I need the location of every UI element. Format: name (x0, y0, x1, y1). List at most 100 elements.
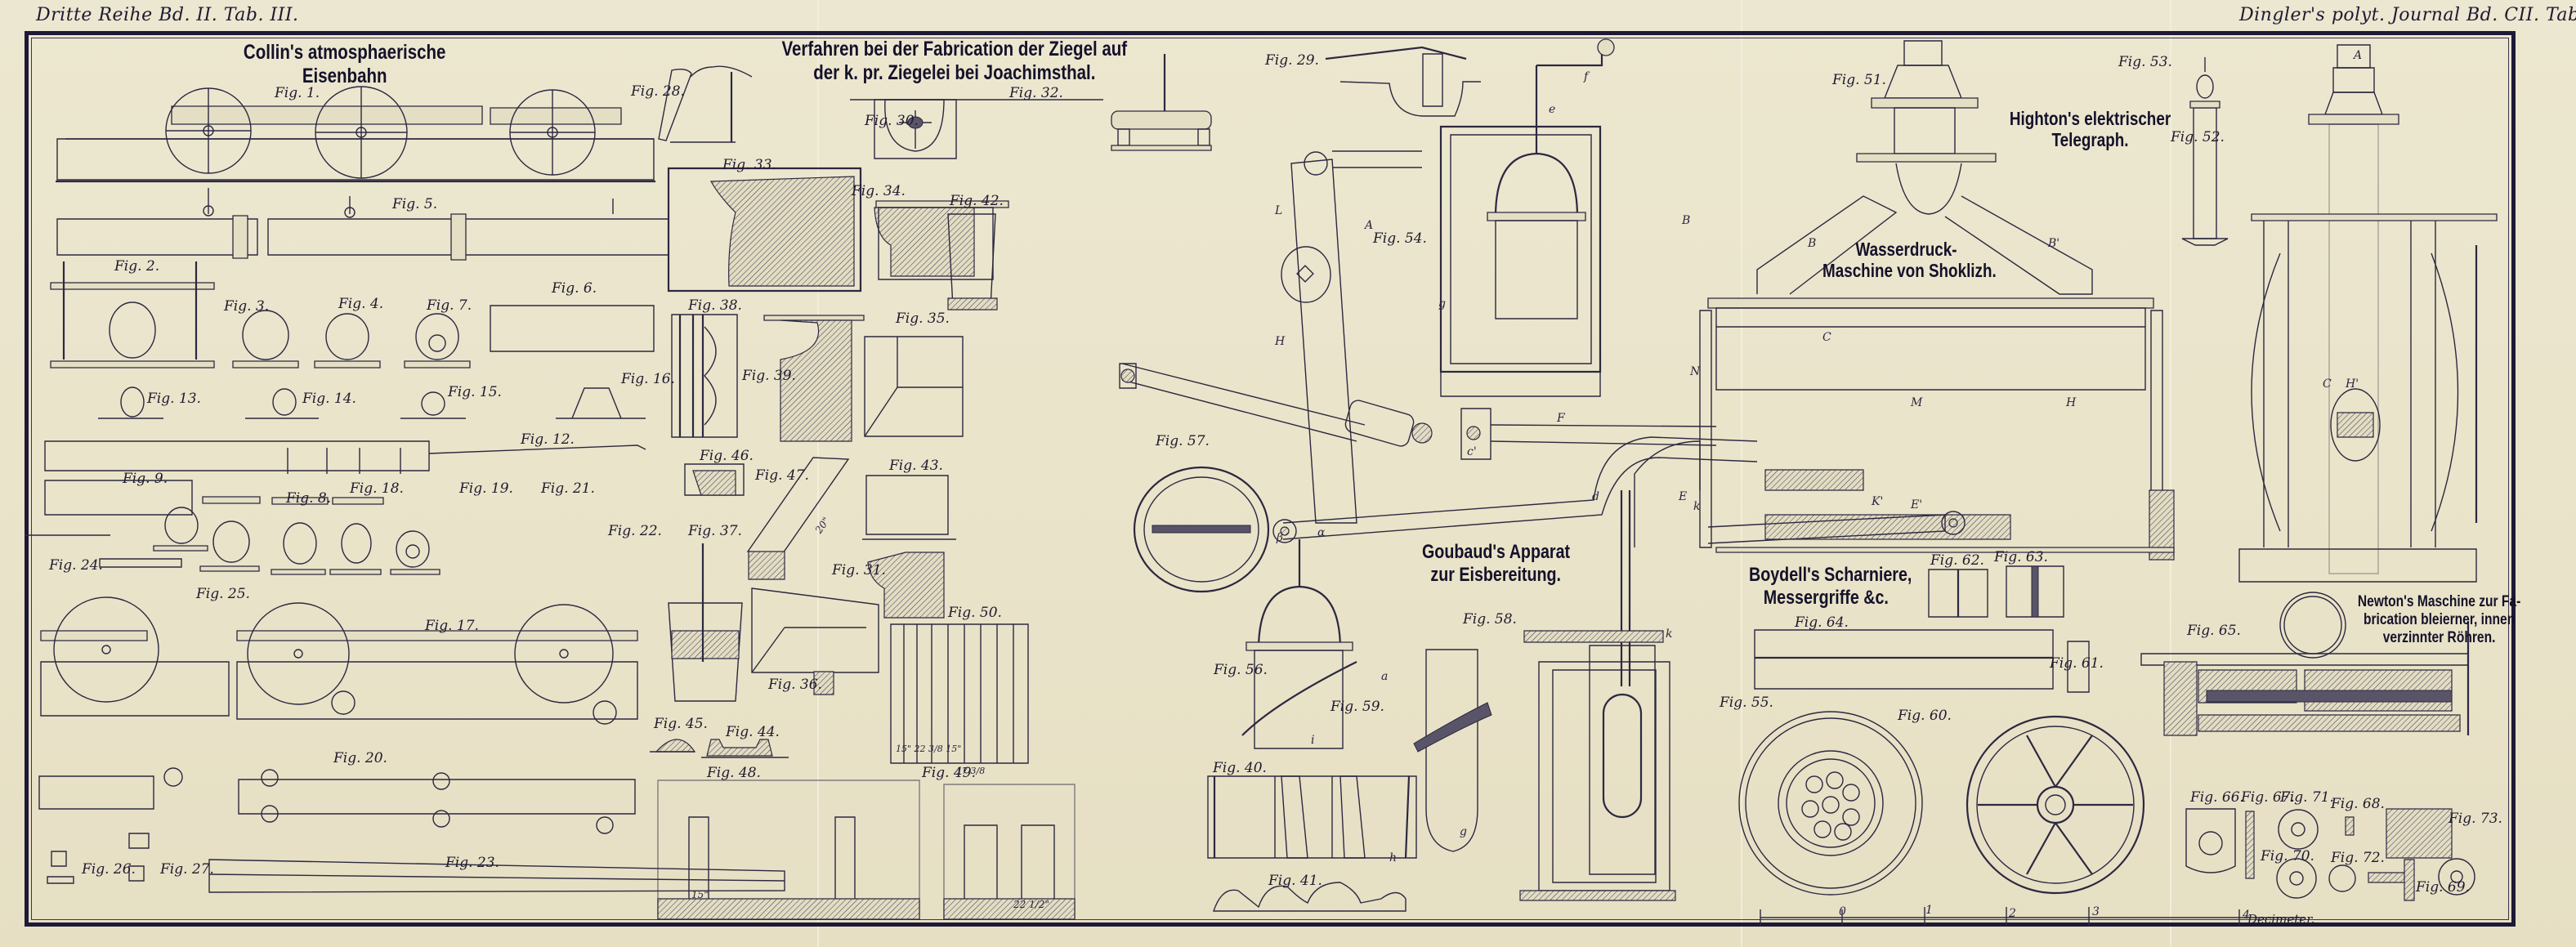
fig-label-60: Fig. 60. (1898, 708, 1952, 724)
fig54-ice-apparatus (1441, 39, 1614, 396)
fig-label-63: Fig. 63. (1994, 549, 2048, 565)
plate-border (25, 31, 2516, 927)
title-highton-line2: Telegraph. (2051, 129, 2129, 151)
fig-label-14: Fig. 14. (302, 391, 356, 407)
title-newton: Newton's Maschine zur Fa- brication blei… (2352, 593, 2526, 647)
fig-label-28: Fig. 28. (631, 83, 685, 100)
fig-label-1: Fig. 1. (275, 85, 320, 101)
title-wasserdruck: Wasserdruck- Maschine von Shoklizh. (1822, 239, 1997, 282)
fig-label-8: Fig. 8. (286, 490, 332, 507)
title-collin-line1: Collin's atmosphaerische (243, 41, 446, 64)
fig-label-39: Fig. 39. (742, 368, 796, 384)
scale-tick-4: 4 (2243, 909, 2250, 922)
fig-label-45: Fig. 45. (654, 716, 708, 732)
fig1-railway-carriage (56, 87, 655, 181)
header-series-volume: Dritte Reihe Bd. II. Tab. III. (36, 5, 299, 25)
fig-label-26: Fig. 26. (82, 861, 136, 878)
fig-label-17: Fig. 17. (425, 618, 479, 634)
fig-label-57: Fig. 57. (1156, 433, 1210, 449)
fig35-mould-corner (865, 337, 963, 436)
fig51-water-machine (1635, 41, 2174, 560)
fig48-fig49-brickwork (658, 780, 1075, 919)
title-goubaud-line2: zur Eisbereitung. (1430, 563, 1562, 586)
title-wasserdruck-line1: Wasserdruck- (1855, 239, 1957, 260)
fig52-machine-front (2239, 45, 2497, 582)
title-highton: Highton's elektrischer Telegraph. (2006, 108, 2174, 151)
letter-h-fig59: h (1389, 851, 1398, 864)
fig50-planks (891, 624, 1028, 763)
fig53-telegraph (2182, 57, 2228, 245)
title-collin-line2: Eisenbahn (302, 64, 387, 87)
fig23-27-parts (47, 833, 785, 892)
letter-M: M (1911, 396, 1923, 409)
fig-label-73: Fig. 73. (2449, 811, 2502, 827)
fig-label-49: Fig. 49. (922, 765, 976, 781)
scale-tick-2: 2 (2009, 907, 2016, 920)
fig-label-68: Fig. 68. (2331, 796, 2385, 812)
fig-label-5: Fig. 5. (392, 196, 438, 212)
fig-label-54: Fig. 54. (1373, 230, 1427, 247)
fig49-dimension: 22 1/2" (1013, 899, 1049, 910)
fig-label-29: Fig. 29. (1265, 52, 1319, 69)
title-newton-line1: Newton's Maschine zur Fa- (2357, 593, 2521, 610)
fig-label-52: Fig. 52. (2171, 129, 2225, 145)
fig-label-71: Fig. 71. (2280, 789, 2334, 806)
title-boydell: Boydell's Scharniere, Messergriffe &c. (1749, 564, 1912, 609)
letter-E: E (1679, 490, 1688, 503)
letter-L: L (1275, 204, 1283, 217)
letter-c-prime: c' (1467, 445, 1477, 458)
fig-label-67: Fig. 67. (2241, 789, 2295, 806)
fig-label-25: Fig. 25. (196, 586, 250, 602)
fig-label-15: Fig. 15. (448, 384, 502, 400)
fig-label-22: Fig. 22. (608, 523, 662, 539)
letter-d: d (1592, 490, 1599, 503)
fig-label-40: Fig. 40. (1213, 760, 1267, 776)
fig-label-43: Fig. 43. (889, 458, 943, 474)
fig-label-16: Fig. 16. (621, 371, 675, 387)
title-collin: Collin's atmosphaerische Eisenbahn (221, 41, 468, 88)
letter-B: B (1682, 214, 1691, 227)
fig58-apparatus (1520, 490, 1675, 900)
header-journal-volume: Dingler's polyt. Journal Bd. CII. Tab. I… (2239, 5, 2576, 25)
title-goubaud: Goubaud's Apparat zur Eisbereitung. (1422, 541, 1571, 586)
fig12-fig9-pipes (25, 441, 646, 535)
fold-line (2170, 0, 2171, 947)
fig-label-36: Fig. 36. (768, 677, 822, 693)
fig-label-44: Fig. 44. (726, 724, 780, 740)
fig-label-27: Fig. 27. (160, 861, 214, 878)
title-boydell-line2: Messergriffe &c. (1763, 586, 1889, 609)
title-goubaud-line1: Goubaud's Apparat (1422, 541, 1571, 563)
fig45-44 (650, 739, 789, 757)
fold-line (1741, 0, 1742, 947)
fig6-piston-pipe (490, 306, 654, 351)
fig-label-53: Fig. 53. (2118, 54, 2172, 70)
fig8-22-engines (100, 497, 440, 574)
letter-A-fig52: A (2354, 49, 2363, 62)
fig-label-4: Fig. 4. (338, 296, 384, 312)
fig-label-47: Fig. 47. (755, 467, 809, 484)
fig47-brick (748, 458, 848, 579)
title-wasserdruck-line2: Maschine von Shoklizh. (1822, 260, 1997, 282)
fig43-stack (862, 476, 956, 539)
fig2-frame (51, 261, 214, 368)
fig-label-48: Fig. 48. (707, 765, 761, 781)
fig56-freezer (1242, 539, 1357, 748)
letter-k-fig58: k (1666, 628, 1673, 641)
fig-label-50: Fig. 50. (948, 605, 1002, 621)
title-boydell-line1: Boydell's Scharniere, (1749, 564, 1912, 586)
fig-label-66: Fig. 66. (2190, 789, 2244, 806)
fig32-press (1111, 54, 1211, 150)
fig55-60-wheels (1739, 712, 2305, 926)
fig-label-70: Fig. 70. (2261, 848, 2314, 864)
letter-K-prime: K' (1872, 495, 1884, 508)
fig30-pit (850, 100, 1103, 159)
letter-C: C (1822, 331, 1831, 344)
fig57-ring (1134, 467, 1268, 592)
fig3-4-7-engines (233, 310, 470, 368)
fig-label-61: Fig. 61. (2050, 655, 2104, 672)
fig17-carriage (41, 597, 637, 724)
fig-label-2: Fig. 2. (114, 258, 160, 275)
letter-k: k (1693, 500, 1701, 513)
